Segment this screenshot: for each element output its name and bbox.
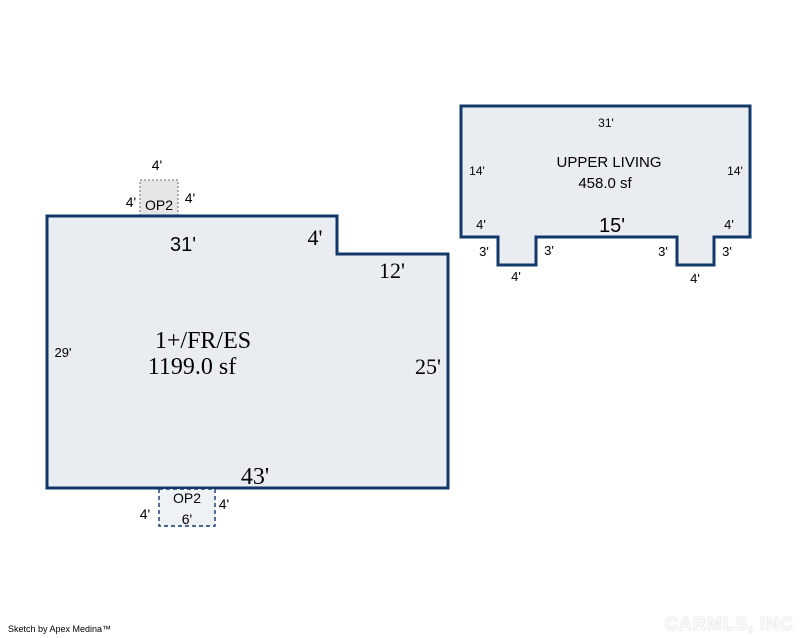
upper-right-dim: 14'	[727, 164, 743, 178]
upper-left-notch-inner-dim: 3'	[544, 243, 554, 258]
main-floor-name: 1+/FR/ES	[155, 328, 251, 354]
op-top-left-dim: 4'	[126, 194, 136, 210]
upper-right-notch-outer-dim: 3'	[722, 244, 732, 259]
main-floor-area: 1199.0 sf	[148, 354, 236, 380]
main-left-dim: 29'	[55, 345, 72, 360]
main-bottom-dim: 43'	[241, 464, 269, 490]
upper-right-corner-dim: 4'	[724, 217, 734, 232]
main-right-dim: 25'	[415, 354, 441, 379]
main-notch-width-dim: 12'	[379, 258, 405, 283]
upper-left-corner-dim: 4'	[476, 217, 486, 232]
upper-left-notch-bottom-dim: 4'	[511, 269, 521, 284]
main-floor-shape	[45, 214, 450, 490]
main-top-dim: 31'	[170, 234, 196, 256]
upper-living-shape	[459, 104, 752, 267]
upper-living-area: 458.0 sf	[578, 175, 632, 192]
op-bottom-right-dim: 4'	[219, 496, 229, 512]
upper-mid-bottom-dim: 15'	[599, 215, 625, 237]
sketch-credit: Sketch by Apex Medina™	[8, 624, 112, 634]
upper-left-notch-outer-dim: 3'	[479, 244, 489, 259]
upper-right-notch-bottom-dim: 4'	[690, 271, 700, 286]
main-notch-drop-dim: 4'	[308, 225, 323, 250]
op-bottom-width-dim: 6'	[182, 511, 192, 527]
op-bottom-left-dim: 4'	[140, 506, 150, 522]
op-top-shape	[139, 179, 179, 217]
upper-living-name: UPPER LIVING	[556, 154, 661, 171]
upper-left-dim: 14'	[469, 164, 485, 178]
upper-top-dim: 31'	[598, 116, 614, 130]
op-top-name: OP2	[145, 197, 173, 213]
op-top-right-dim: 4'	[185, 190, 195, 206]
op-top-top-dim: 4'	[152, 157, 162, 173]
mls-watermark: CARMLS, INC	[665, 614, 794, 634]
upper-right-notch-inner-dim: 3'	[658, 244, 668, 259]
op-bottom-shape	[158, 488, 216, 527]
op-bottom-name: OP2	[173, 490, 201, 506]
